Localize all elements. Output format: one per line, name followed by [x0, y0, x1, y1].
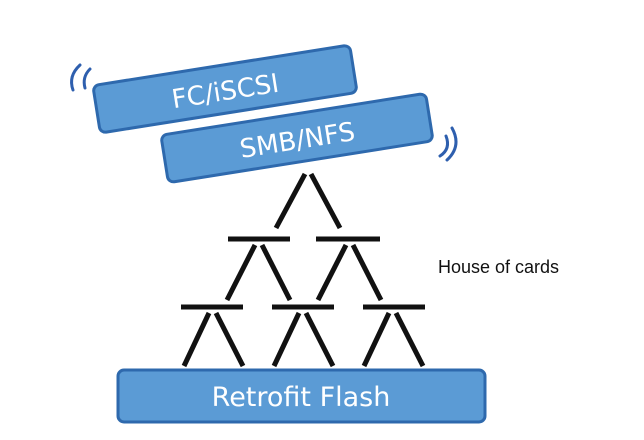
fc-iscsi-block: FC/iSCSI: [92, 44, 358, 134]
card-bottom-3b: [393, 311, 426, 368]
retrofit-flash-label: Retrofit Flash: [212, 382, 391, 413]
card-top-right: [308, 172, 343, 230]
retrofit-flash-block: Retrofit Flash: [116, 368, 487, 424]
card-bottom-2a: [271, 311, 302, 368]
card-mid-1b: [259, 243, 293, 302]
card-bottom-2b: [303, 311, 336, 368]
card-bottom-3a: [361, 311, 392, 368]
card-mid-2a: [315, 243, 349, 302]
card-mid-1a: [224, 243, 258, 302]
shake-marks-right-icon: [438, 126, 458, 162]
card-bottom-1a: [181, 311, 212, 368]
shake-marks-left-icon: [70, 63, 92, 92]
house-of-cards-pyramid: [181, 172, 426, 368]
smb-nfs-block: SMB/NFS: [160, 92, 434, 184]
card-top-left: [273, 172, 308, 230]
card-mid-2b: [350, 243, 384, 302]
card-bottom-1b: [213, 311, 246, 368]
house-of-cards-annotation: House of cards: [438, 257, 559, 277]
